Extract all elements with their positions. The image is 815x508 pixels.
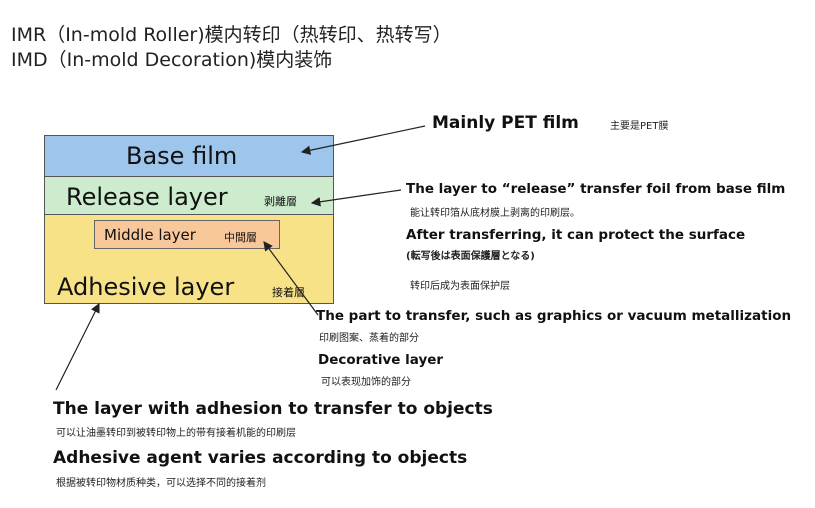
imd-title: IMD（In-mold Decoration)模内装饰 bbox=[11, 49, 333, 71]
imr-title: IMR（In-mold Roller)模内转印（热转印、热转写） bbox=[11, 24, 452, 46]
arrow-middle bbox=[263, 241, 319, 316]
graphics-annotation-cn: 印刷图案、蒸着的部分 bbox=[319, 333, 419, 344]
adhesion-annotation-cn: 可以让油墨转印到被转印物上的带有接着机能的印刷层 bbox=[56, 428, 296, 439]
arrow-adhesive bbox=[55, 302, 100, 391]
middle-layer-label: Middle layer bbox=[104, 226, 196, 244]
middle-layer-cjk-label: 中間層 bbox=[224, 231, 257, 244]
adhesion-annotation: The layer with adhesion to transfer to o… bbox=[53, 399, 493, 419]
protect-annotation-cn: 转印后成为表面保护层 bbox=[410, 281, 510, 292]
middle-layer bbox=[94, 220, 280, 249]
release-annotation-cn: 能让转印箔从底材膜上剥离的印刷层。 bbox=[410, 208, 580, 219]
adhesive-layer-label: Adhesive layer bbox=[57, 273, 235, 301]
release-annotation: The layer to “release” transfer foil fro… bbox=[406, 181, 786, 197]
arrow-release bbox=[310, 189, 402, 207]
agent-annotation: Adhesive agent varies according to objec… bbox=[53, 448, 468, 468]
arrow-pet bbox=[300, 125, 426, 155]
release-layer-cjk-label: 剥離層 bbox=[264, 195, 297, 208]
protect-annotation-jp: (転写後は表面保護層となる) bbox=[406, 251, 535, 262]
protect-annotation: After transferring, it can protect the s… bbox=[406, 227, 746, 243]
decorative-annotation-cn: 可以表现加饰的部分 bbox=[321, 377, 411, 388]
agent-annotation-cn: 根据被转印物材质种类，可以选择不同的接着剂 bbox=[56, 478, 266, 489]
release-layer bbox=[44, 177, 334, 215]
pet-annotation-cn: 主要是PET膜 bbox=[610, 121, 669, 132]
base-film-layer bbox=[44, 135, 334, 177]
base-film-label: Base film bbox=[126, 142, 238, 170]
release-layer-label: Release layer bbox=[66, 183, 228, 211]
graphics-annotation: The part to transfer, such as graphics o… bbox=[316, 308, 792, 324]
pet-annotation: Mainly PET film bbox=[432, 113, 579, 133]
decorative-annotation: Decorative layer bbox=[318, 352, 444, 368]
adhesive-layer-cjk-label: 接着層 bbox=[272, 286, 305, 299]
